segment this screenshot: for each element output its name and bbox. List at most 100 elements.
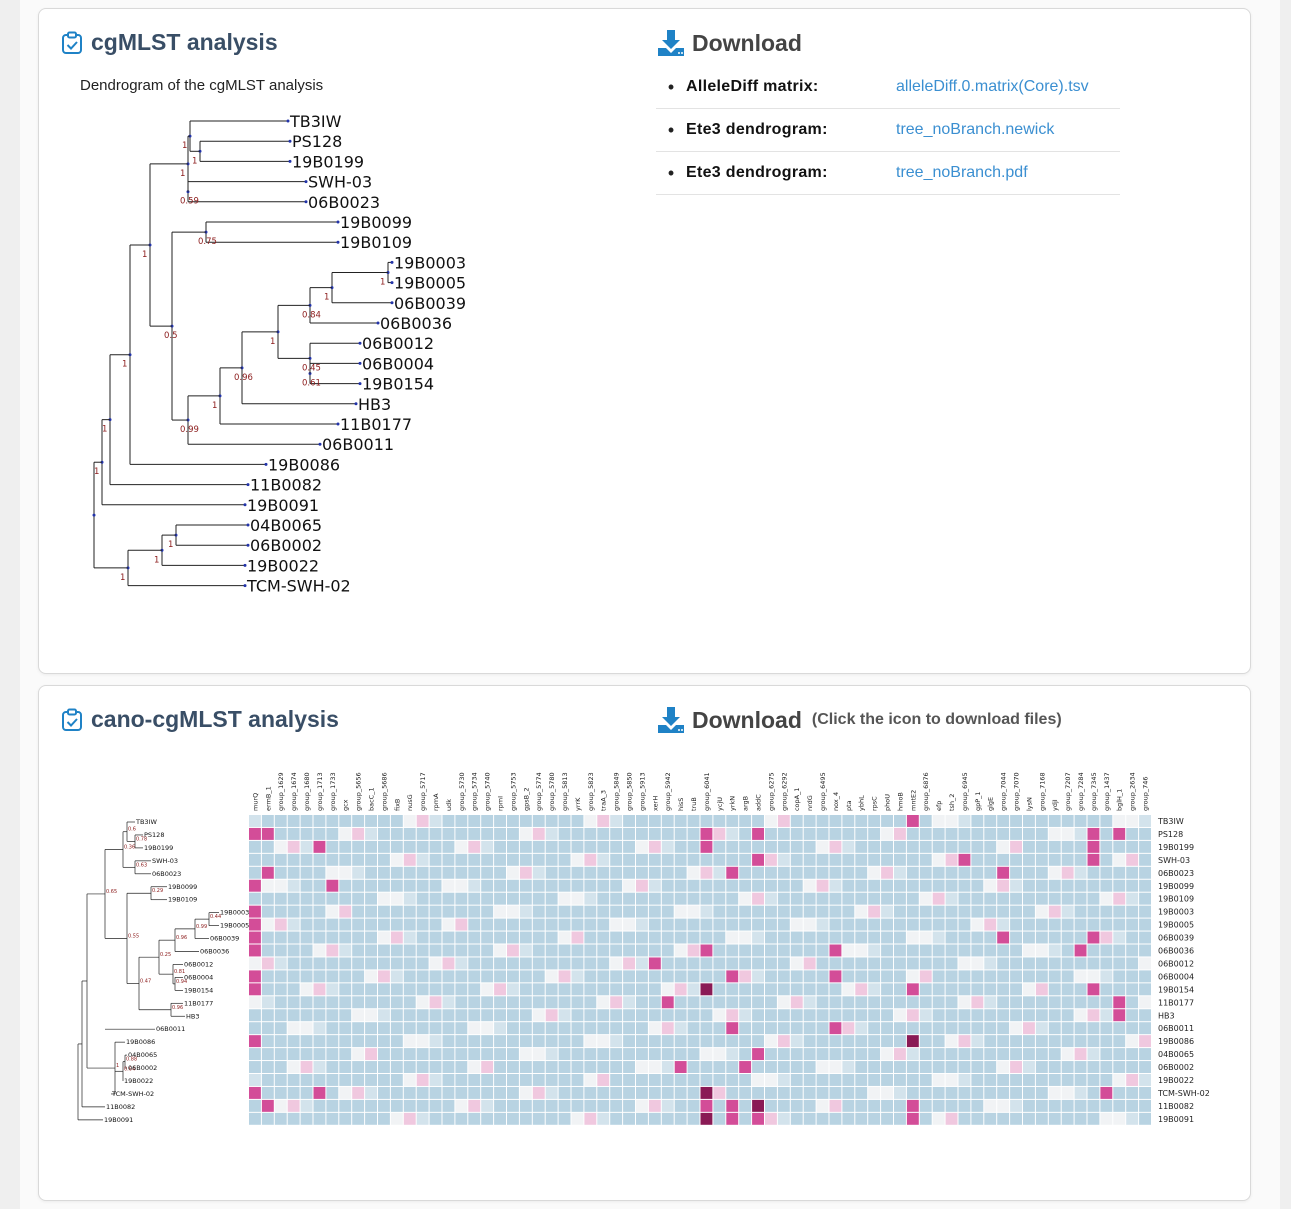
heatmap-cell bbox=[932, 815, 945, 827]
download-list: • AlleleDiff matrix: alleleDiff.0.matrix… bbox=[656, 66, 1120, 195]
download-label: AlleleDiff matrix: bbox=[686, 78, 819, 95]
heatmap-cell bbox=[829, 815, 842, 827]
heatmap-cell bbox=[532, 996, 545, 1009]
heatmap-cell bbox=[713, 1074, 726, 1086]
heatmap-cell bbox=[507, 957, 519, 970]
heatmap-cell bbox=[442, 1086, 455, 1099]
heatmap-cell bbox=[1035, 944, 1048, 957]
heatmap-cell bbox=[1126, 866, 1139, 879]
heatmap-cell bbox=[997, 1035, 1010, 1048]
heatmap-cell bbox=[403, 944, 416, 957]
heatmap-cell bbox=[855, 1048, 868, 1061]
gene-label: group_1674 bbox=[290, 772, 298, 811]
gene-label: argB bbox=[742, 796, 750, 811]
heatmap-cell bbox=[571, 853, 584, 866]
heatmap-cell bbox=[700, 944, 713, 957]
gene-label: group_6495 bbox=[819, 772, 827, 811]
download-icon[interactable] bbox=[656, 705, 686, 735]
heatmap-cell bbox=[339, 853, 352, 866]
heatmap-cell bbox=[1126, 840, 1139, 853]
heatmap-cell bbox=[494, 970, 506, 983]
heatmap-cell bbox=[545, 1112, 558, 1125]
heatmap-cell bbox=[894, 815, 906, 827]
heatmap-cell bbox=[249, 815, 261, 827]
heatmap-cell bbox=[700, 815, 713, 827]
heatmap-cell bbox=[545, 1048, 558, 1061]
heatmap-cell bbox=[661, 931, 674, 944]
heatmap-cell bbox=[829, 892, 842, 905]
heatmap-cell bbox=[339, 944, 352, 957]
heatmap-cell bbox=[481, 1061, 494, 1073]
heatmap-cell bbox=[868, 1022, 881, 1035]
heatmap-cell bbox=[868, 1112, 881, 1125]
heatmap-cell bbox=[1074, 827, 1087, 840]
heatmap-cell bbox=[442, 931, 455, 944]
download-icon[interactable] bbox=[656, 28, 686, 58]
heatmap-cell bbox=[468, 1086, 481, 1099]
heatmap-cell bbox=[984, 1022, 997, 1035]
heatmap-cell bbox=[958, 827, 971, 840]
heatmap-cell bbox=[532, 866, 545, 879]
heatmap-cell bbox=[442, 1112, 455, 1125]
tree-leaf-label: 06B0012 bbox=[184, 960, 213, 968]
heatmap-cell bbox=[648, 853, 661, 866]
bullet: • bbox=[667, 119, 675, 140]
heatmap-cell bbox=[558, 1022, 571, 1035]
heatmap-cell bbox=[610, 957, 623, 970]
heatmap-cell bbox=[700, 866, 713, 879]
heatmap-cell bbox=[597, 1009, 610, 1022]
heatmap-cell bbox=[648, 866, 661, 879]
heatmap-cell bbox=[326, 879, 339, 892]
heatmap-cell bbox=[855, 1099, 868, 1112]
heatmap-cell bbox=[378, 931, 390, 944]
heatmap-cell bbox=[790, 996, 803, 1009]
heatmap-cell bbox=[1048, 983, 1061, 996]
download-link-pdf[interactable]: tree_noBranch.pdf bbox=[896, 164, 1028, 181]
heatmap-cell bbox=[752, 996, 764, 1009]
heatmap-cell bbox=[390, 840, 403, 853]
download-heading: Download bbox=[656, 28, 802, 58]
heatmap-cell bbox=[481, 996, 494, 1009]
heatmap-cell bbox=[1087, 1035, 1100, 1048]
heatmap-cell bbox=[532, 905, 545, 918]
heatmap-cell bbox=[1100, 1086, 1113, 1099]
heatmap-cell bbox=[558, 1061, 571, 1073]
heatmap-cell bbox=[674, 944, 687, 957]
heatmap-cell bbox=[971, 957, 984, 970]
heatmap-cell bbox=[623, 905, 635, 918]
heatmap-cell bbox=[726, 944, 739, 957]
heatmap-cell bbox=[687, 957, 700, 970]
heatmap-cell bbox=[287, 970, 300, 983]
heatmap-cell bbox=[1023, 983, 1035, 996]
heatmap-cell bbox=[881, 1022, 893, 1035]
heatmap-cell bbox=[1010, 983, 1022, 996]
heatmap-cell bbox=[261, 918, 274, 931]
tree-node bbox=[243, 563, 247, 567]
support-value: 1 bbox=[120, 573, 125, 583]
heatmap-cell bbox=[597, 1048, 610, 1061]
heatmap-cell bbox=[894, 1086, 906, 1099]
tree-leaf-label: 19B0109 bbox=[340, 233, 412, 252]
heatmap-cell bbox=[1010, 1086, 1022, 1099]
tree-leaf-label: 06B0039 bbox=[394, 294, 466, 313]
support-value: 1 bbox=[168, 540, 173, 550]
heatmap-cell bbox=[571, 1061, 584, 1073]
gene-label: xerH bbox=[651, 796, 659, 811]
heatmap-cell bbox=[597, 905, 610, 918]
heatmap-cell bbox=[571, 892, 584, 905]
heatmap-cell bbox=[881, 957, 893, 970]
heatmap-cell bbox=[571, 1022, 584, 1035]
heatmap-cell bbox=[945, 866, 958, 879]
heatmap-cell bbox=[713, 815, 726, 827]
download-link-allelediff[interactable]: alleleDiff.0.matrix(Core).tsv bbox=[896, 78, 1089, 95]
heatmap-cell bbox=[1010, 840, 1022, 853]
heatmap-cell bbox=[623, 970, 635, 983]
heatmap-cell bbox=[945, 815, 958, 827]
heatmap-cell bbox=[468, 892, 481, 905]
heatmap-cell bbox=[842, 970, 855, 983]
heatmap-cell bbox=[1087, 1061, 1100, 1073]
tree-leaf-label: 06B0002 bbox=[128, 1064, 157, 1072]
heatmap-cell bbox=[1113, 944, 1126, 957]
download-link-newick[interactable]: tree_noBranch.newick bbox=[896, 121, 1055, 138]
heatmap-cell bbox=[481, 879, 494, 892]
